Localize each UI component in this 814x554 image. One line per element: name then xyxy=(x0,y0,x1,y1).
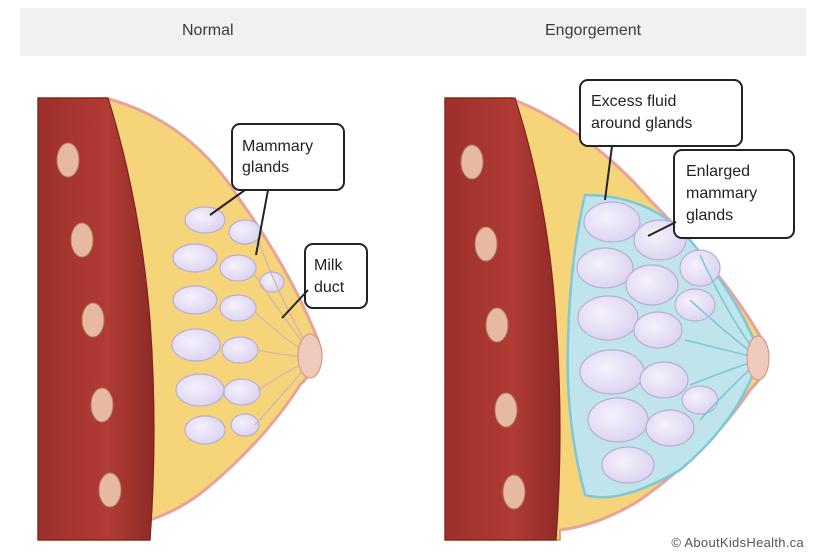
nipple-engorged xyxy=(747,336,769,380)
callout-enlarged-glands: Enlarged mammary glands xyxy=(648,150,794,238)
engorged-breast: Excess fluid around glands Enlarged mamm… xyxy=(445,80,794,540)
enlarged-label-line3: glands xyxy=(686,207,733,224)
mammary-label-line2: glands xyxy=(242,159,289,176)
enlarged-label-line1: Enlarged xyxy=(686,163,750,180)
mammary-label-line1: Mammary xyxy=(242,138,313,155)
milk-label-line2: duct xyxy=(314,279,345,296)
fluid-label-line1: Excess fluid xyxy=(591,93,676,110)
nipple-normal xyxy=(298,334,322,378)
fluid-label-line2: around glands xyxy=(591,115,692,132)
copyright-credit: © AboutKidsHealth.ca xyxy=(671,535,804,550)
normal-breast: Mammary glands Milk duct xyxy=(38,98,367,540)
milk-label-line1: Milk xyxy=(314,257,343,274)
enlarged-label-line2: mammary xyxy=(686,185,757,202)
